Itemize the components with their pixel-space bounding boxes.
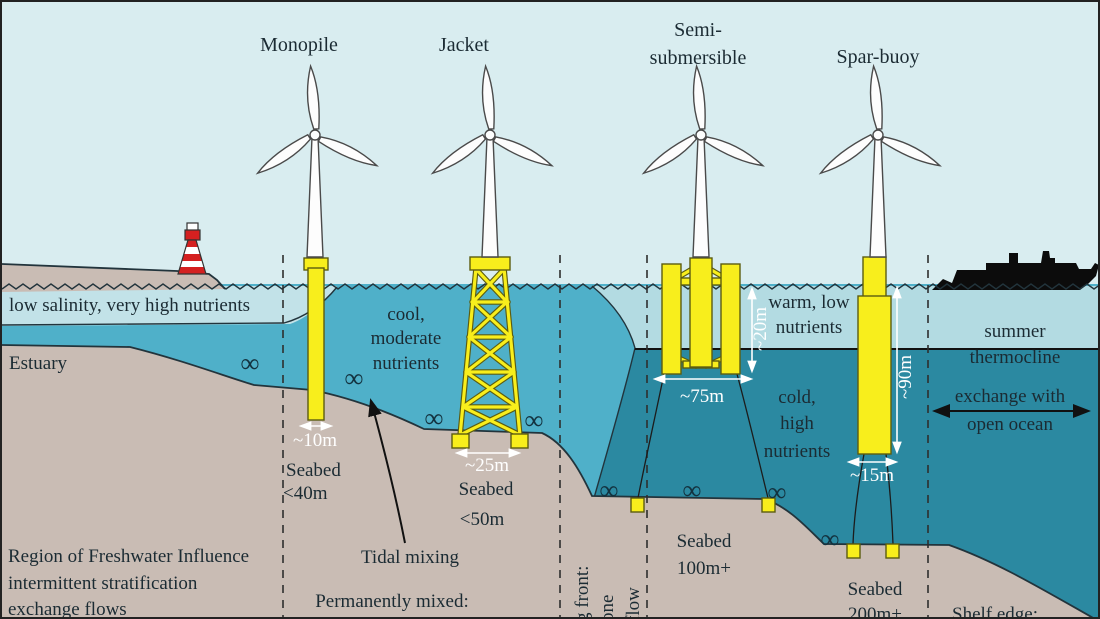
- anchor: [885, 543, 900, 559]
- dim-spar-width: ~15m: [850, 465, 894, 486]
- seabed-spar-1: Seabed: [848, 579, 903, 600]
- seabed-monopile-1: Seabed: [286, 460, 341, 481]
- dim-semi-width: ~75m: [680, 386, 724, 407]
- label-shelf-edge: Shelf edge:: [952, 604, 1038, 619]
- label-low-salinity: low salinity, very high nutrients: [9, 295, 250, 316]
- label-summer: summer: [984, 321, 1046, 342]
- infinity-symbol: ∞: [599, 475, 618, 505]
- label-warm-1: warm, low: [768, 292, 850, 313]
- label-warm-2: nutrients: [776, 317, 843, 338]
- ship: [932, 251, 1098, 290]
- label-cool-1: cool,: [387, 304, 424, 325]
- dim-spar-draft: ~90m: [895, 355, 916, 399]
- lighthouse: [177, 222, 207, 275]
- seabed-spar-2: 200m+: [848, 604, 902, 619]
- seabed-semi-2: 100m+: [677, 558, 731, 579]
- seabed-jacket-1: Seabed: [459, 479, 514, 500]
- label-exchange-1: exchange with: [955, 386, 1066, 407]
- label-semi-line1: Semi-: [674, 19, 722, 41]
- infinity-symbol: ∞: [524, 405, 543, 435]
- label-front-fragment-1: g front:: [572, 566, 593, 619]
- infinity-symbol: ∞: [820, 524, 839, 554]
- jacket-foundation: [451, 256, 529, 449]
- seabed: [2, 345, 1092, 617]
- infinity-symbol: ∞: [240, 348, 259, 378]
- infinity-symbol: ∞: [767, 477, 786, 507]
- infinity-symbol: ∞: [424, 403, 443, 433]
- warm-surface-layer: [592, 286, 1098, 348]
- low-salinity-layer: [2, 286, 337, 326]
- label-permanently-mixed: Permanently mixed:: [315, 591, 469, 612]
- label-cold-2: high: [780, 413, 814, 434]
- infinity-symbol: ∞: [344, 363, 363, 393]
- monopile-foundation: [303, 257, 329, 421]
- anchor: [761, 497, 776, 513]
- label-cold-1: cold,: [778, 387, 815, 408]
- tidal-front-lower: [593, 347, 636, 499]
- seabed-edge: [2, 344, 1094, 617]
- label-monopile: Monopile: [260, 34, 338, 56]
- label-thermocline: thermocline: [970, 347, 1061, 368]
- label-cool-2: moderate: [371, 328, 442, 349]
- label-estuary: Estuary: [9, 353, 68, 374]
- label-front-fragment-2: one: [597, 595, 618, 619]
- semi-submersible-foundation: [661, 257, 741, 375]
- seabed-semi-1: Seabed: [677, 531, 732, 552]
- label-cool-3: nutrients: [373, 353, 440, 374]
- tidal-mixing-arrow: [368, 398, 406, 544]
- label-exchange-2: open ocean: [967, 414, 1053, 435]
- tidal-front-upper: [591, 285, 636, 349]
- land-edge: [2, 263, 226, 290]
- label-cold-3: nutrients: [764, 441, 831, 462]
- dim-monopile-width: ~10m: [293, 430, 337, 451]
- label-rofi-2: intermittent stratification: [8, 573, 198, 594]
- dim-semi-draft: ~20m: [750, 307, 771, 351]
- seabed-monopile-2: <40m: [283, 483, 328, 504]
- seabed-jacket-2: <50m: [460, 509, 505, 530]
- mooring-line: [736, 373, 769, 499]
- spar-buoy-foundation: [857, 256, 892, 455]
- label-tidal-mixing: Tidal mixing: [361, 547, 460, 568]
- mooring-line: [637, 373, 665, 499]
- dim-jacket-width: ~25m: [465, 455, 509, 476]
- anchor: [630, 497, 645, 513]
- label-rofi-3: exchange flows: [8, 599, 127, 619]
- anchor: [846, 543, 861, 559]
- label-semi-line2: submersible: [650, 47, 747, 69]
- infinity-symbol: ∞: [682, 475, 701, 505]
- sea-surface-waves: [2, 283, 1098, 290]
- label-jacket: Jacket: [439, 34, 489, 56]
- label-rofi-1: Region of Freshwater Influence: [8, 546, 249, 567]
- label-spar: Spar-buoy: [837, 46, 920, 68]
- label-front-fragment-3: flow: [623, 587, 644, 619]
